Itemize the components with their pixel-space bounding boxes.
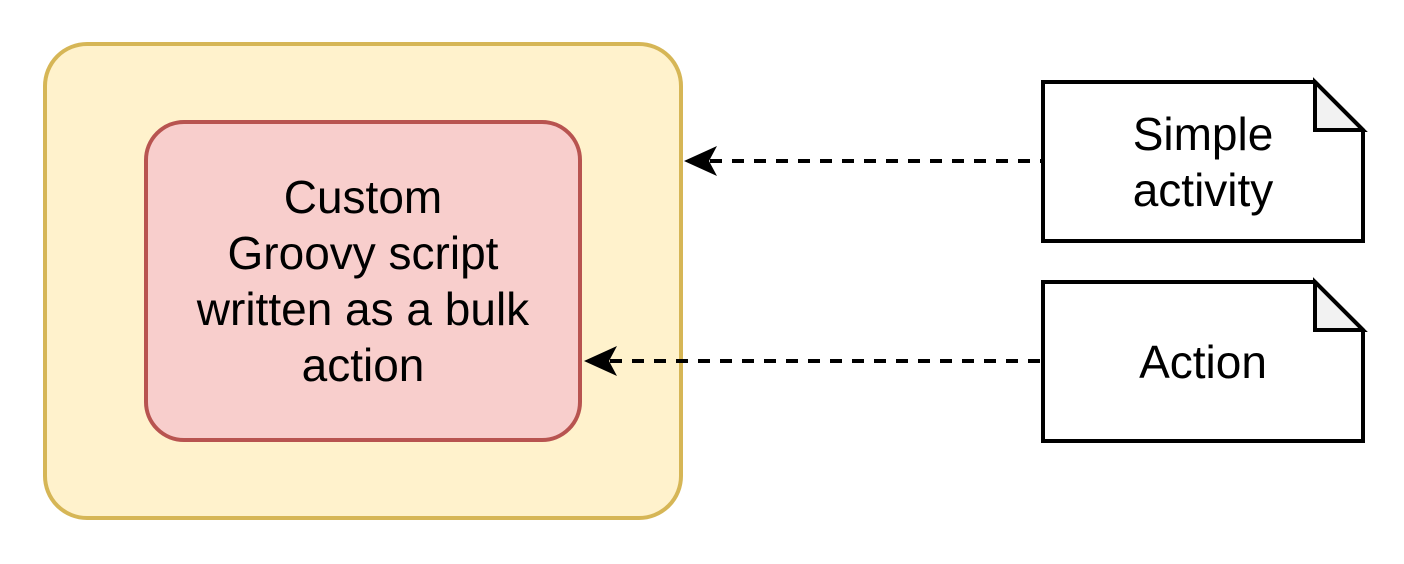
groovy-script-label-line: Custom	[283, 171, 443, 223]
note-action-shape[interactable]	[1041, 280, 1365, 443]
arrowhead-icon	[584, 346, 617, 376]
note-action-fold	[1313, 277, 1368, 332]
groovy-script-label: Custom Groovy script written as a bulk a…	[197, 169, 529, 393]
connector-action-to-groovy-script[interactable]	[584, 346, 1041, 376]
note-simple-activity-shape[interactable]	[1041, 80, 1365, 243]
connector-simple-activity-to-container[interactable]	[684, 146, 1041, 176]
groovy-script-label-line: written as a bulk	[196, 283, 530, 335]
groovy-script-label-line: action	[301, 339, 425, 391]
groovy-script-label-line: Groovy script	[227, 227, 499, 279]
groovy-script-node[interactable]: Custom Groovy script written as a bulk a…	[144, 120, 582, 442]
note-simple-activity-fold	[1313, 77, 1368, 132]
arrowhead-icon	[684, 146, 717, 176]
